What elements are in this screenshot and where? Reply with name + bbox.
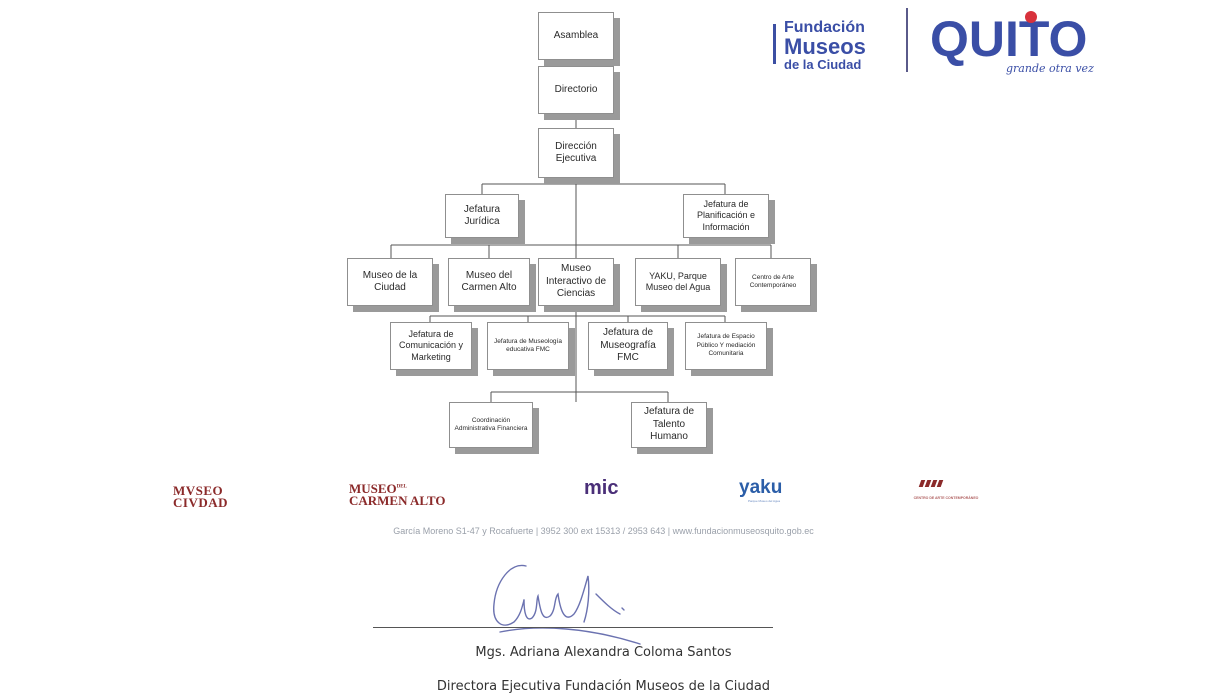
mic-logo: mic [584,477,619,499]
centro-arte-logo-subtitle: CENTRO DE ARTE CONTEMPORÁNEO [914,495,979,500]
org-box-direccion-ejecutiva: Dirección Ejecutiva [538,128,614,178]
org-box-directorio: Directorio [538,66,614,114]
yaku-logo: yaku [739,477,783,498]
museo-carmen-alto-logo: MUSEODEL CARMEN ALTO [349,481,446,508]
centro-arte-logo: CENTRO DE ARTE CONTEMPORÁNEO [914,480,979,500]
handwritten-signature [493,564,641,645]
fundacion-logo-line1: Fundación [784,19,865,36]
signatory-name: Mgs. Adriana Alexandra Coloma Santos [475,645,732,660]
museo-ciudad-logo-line2: CIVDAD [173,494,228,510]
org-box-jefatura-planificacion: Jefatura de Planificación e Información [683,194,769,238]
org-box-jefatura-talento-humano: Jefatura de Talento Humano [631,402,707,448]
org-box-museo-carmen-alto: Museo del Carmen Alto [448,258,530,306]
signature-line [373,627,773,628]
carmen-logo-line1: MUSEO [349,481,397,496]
org-box-jefatura-comunicacion: Jefatura de Comunicación y Marketing [390,322,472,370]
org-box-yaku: YAKU, Parque Museo del Agua [635,258,721,306]
org-box-centro-arte: Centro de Arte Contemporáneo [735,258,811,306]
org-box-jefatura-museografia: Jefatura de Museografía FMC [588,322,668,370]
yaku-logo-subtitle: Parque Museo del Agua [748,499,781,503]
carmen-logo-del: DEL [396,484,407,490]
org-box-museo-interactivo: Museo Interactivo de Ciencias [538,258,614,306]
fundacion-logo-bar [773,24,776,64]
org-box-coordinacion-administrativa: Coordinación Administrativa Financiera [449,402,533,448]
logo-divider [906,8,908,72]
org-box-jefatura-espacio-publico: Jefatura de Espacio Público Y mediación … [685,322,767,370]
quito-logo: QUITO grande otra vez [930,11,1094,75]
quito-logo-dot [1025,11,1037,23]
museo-ciudad-logo: MVSEO CIVDAD [173,483,228,510]
signatory-title: Directora Ejecutiva Fundación Museos de … [436,679,771,694]
org-box-asamblea: Asamblea [538,12,614,60]
museo-ciudad-logo-line1: MVSEO [173,483,224,498]
org-box-jefatura-juridica: Jefatura Jurídica [445,194,519,238]
fundacion-logo-line3: de la Ciudad [784,57,862,72]
footer-contact-line: García Moreno S1-47 y Rocafuerte | 3952 … [393,526,814,536]
carmen-logo-line2: CARMEN ALTO [349,492,446,508]
org-box-museo-ciudad: Museo de la Ciudad [347,258,433,306]
org-box-jefatura-museologia: Jefatura de Museología educativa FMC [487,322,569,370]
fundacion-museos-logo: Fundación Museos de la Ciudad [784,19,866,72]
quito-logo-word: QUITO [930,11,1087,67]
fundacion-logo-line2: Museos [784,34,866,59]
quito-logo-tagline: grande otra vez [1006,62,1094,75]
